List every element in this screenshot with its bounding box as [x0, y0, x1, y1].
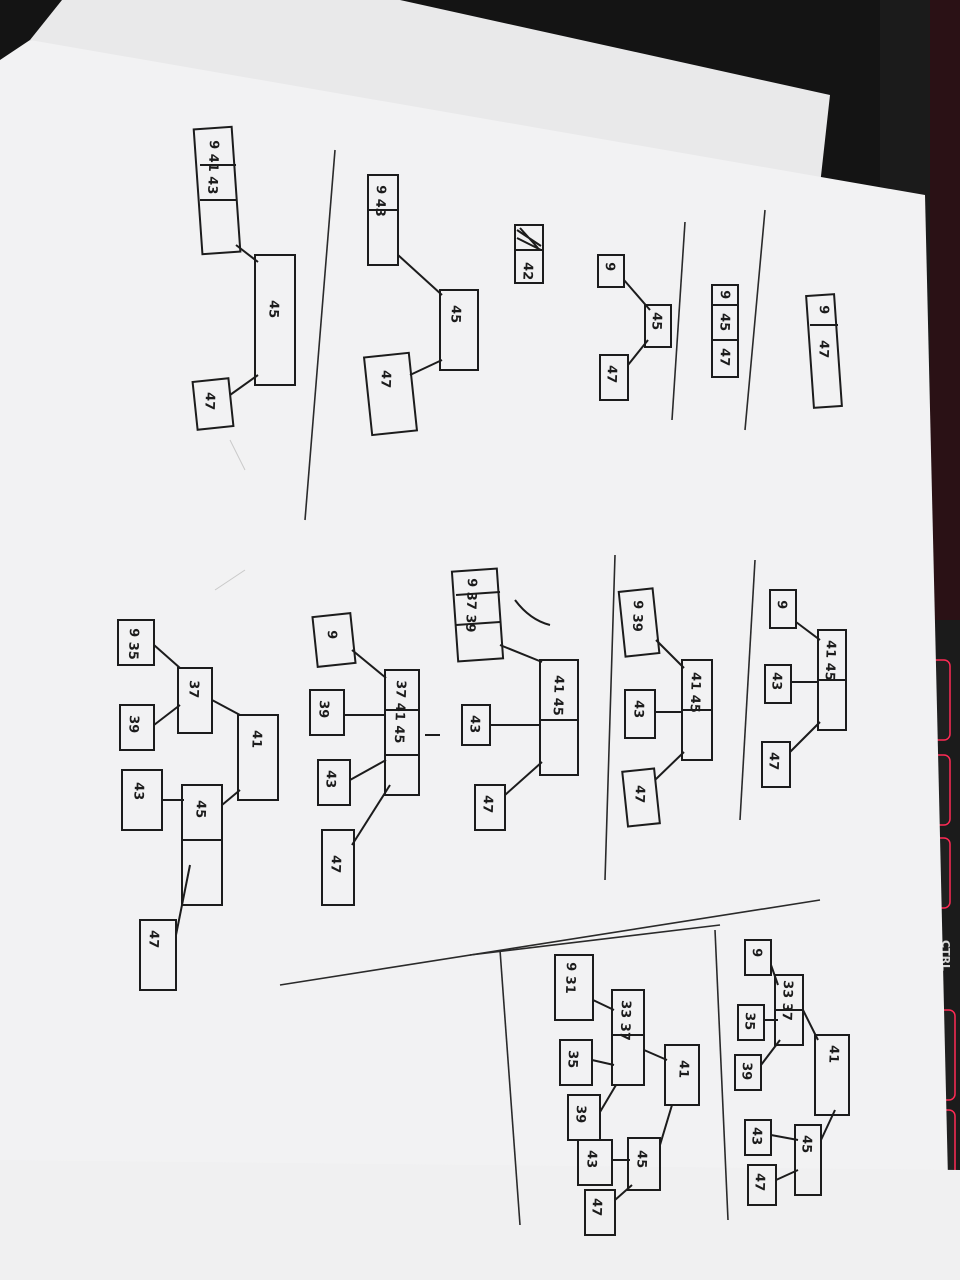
tree-12-child: 33 37: [779, 980, 795, 1021]
tree-13-leaf: 35: [564, 1050, 580, 1069]
tree-13-child: 33 37: [617, 1000, 633, 1041]
tree-7-child: 9: [774, 600, 789, 610]
tree-12-child: 45: [798, 1135, 814, 1154]
tree-10: [309, 612, 440, 906]
tree-11: [117, 619, 279, 991]
tree-4: [514, 224, 544, 284]
tree-11-leaf: 39: [125, 715, 141, 734]
tree-9-child: 47: [479, 795, 495, 814]
tree-6-root: 45: [265, 300, 281, 319]
tree-11-leaf: 9 35: [125, 628, 141, 660]
tree-5-root: 45: [447, 305, 463, 324]
tree-3-root: 45: [648, 312, 664, 331]
tree-1-node: 9: [816, 305, 831, 315]
tree-8-child: 47: [631, 785, 647, 804]
tree-12: [734, 939, 850, 1206]
tree-7-root: 41 45: [822, 640, 838, 681]
tree-11-root: 41: [248, 730, 264, 749]
tree-9-child: 43: [466, 715, 482, 734]
tree-13-leaf: 43: [583, 1150, 599, 1169]
tree-12-leaf: 35: [741, 1012, 757, 1031]
back-paper-sheet: [30, 0, 830, 185]
tree-1-node: 47: [815, 340, 831, 359]
tree-6-child: 47: [201, 392, 217, 411]
tree-11-child: 45: [192, 800, 208, 819]
tree-5-child: 9 43: [372, 185, 388, 217]
tree-13-child: 45: [633, 1150, 649, 1169]
tree-5-child: 47: [377, 370, 393, 389]
tree-11-child: 37: [185, 680, 201, 699]
tree-9-root: 41 45: [550, 675, 566, 716]
tree-7: [761, 589, 847, 788]
tree-12-leaf: 39: [738, 1062, 754, 1081]
tree-12-leaf: 47: [751, 1173, 767, 1192]
tree-1: [805, 293, 843, 409]
tree-6-child: 9 41 43: [204, 140, 221, 195]
tree-3: [597, 254, 672, 401]
divider-lines: [279, 149, 821, 1226]
tree-9-child: 9 37 39: [462, 578, 479, 633]
tree-13-leaf: 47: [588, 1198, 604, 1217]
tree-10-root: 37 41 45: [391, 680, 408, 744]
tree-6: [191, 125, 296, 431]
tree-13-leaf: 9 31: [562, 962, 578, 994]
paper-bottom-strip: [0, 1160, 960, 1280]
tree-10-child: 39: [315, 700, 331, 719]
tree-8-root: 41 45: [687, 672, 703, 713]
tree-11-leaf: 43: [130, 782, 146, 801]
tree-8-child: 9 39: [629, 600, 645, 632]
tree-9: [450, 567, 579, 831]
tree-10-child: 9: [324, 630, 339, 640]
tree-8: [617, 587, 713, 828]
tree-7-child: 43: [768, 672, 784, 691]
tree-2-node: 47: [716, 348, 732, 367]
faint-marks: [214, 439, 246, 591]
tree-8-child: 43: [630, 700, 646, 719]
tree-13: [554, 954, 700, 1236]
tree-11-leaf: 47: [145, 930, 161, 949]
tree-13-leaf: 39: [572, 1105, 588, 1124]
tree-5: [362, 174, 479, 437]
tree-7-child: 47: [765, 752, 781, 771]
tree-13-root: 41: [675, 1060, 691, 1079]
tree-2-node: 45: [716, 313, 732, 332]
tree-2: [711, 284, 739, 378]
tree-10-child: 43: [322, 770, 338, 789]
tree-3-child: 9: [602, 262, 617, 272]
tree-10-child: 47: [327, 855, 343, 874]
tree-12-leaf: 9: [749, 948, 764, 958]
tree-2-node: 9: [717, 290, 732, 300]
tree-12-root: 41: [825, 1045, 841, 1064]
front-paper-sheet: [0, 40, 950, 1265]
tree-4-node: 42: [519, 262, 535, 281]
tree-3-child: 47: [603, 365, 619, 384]
tree-12-leaf: 43: [748, 1127, 764, 1146]
